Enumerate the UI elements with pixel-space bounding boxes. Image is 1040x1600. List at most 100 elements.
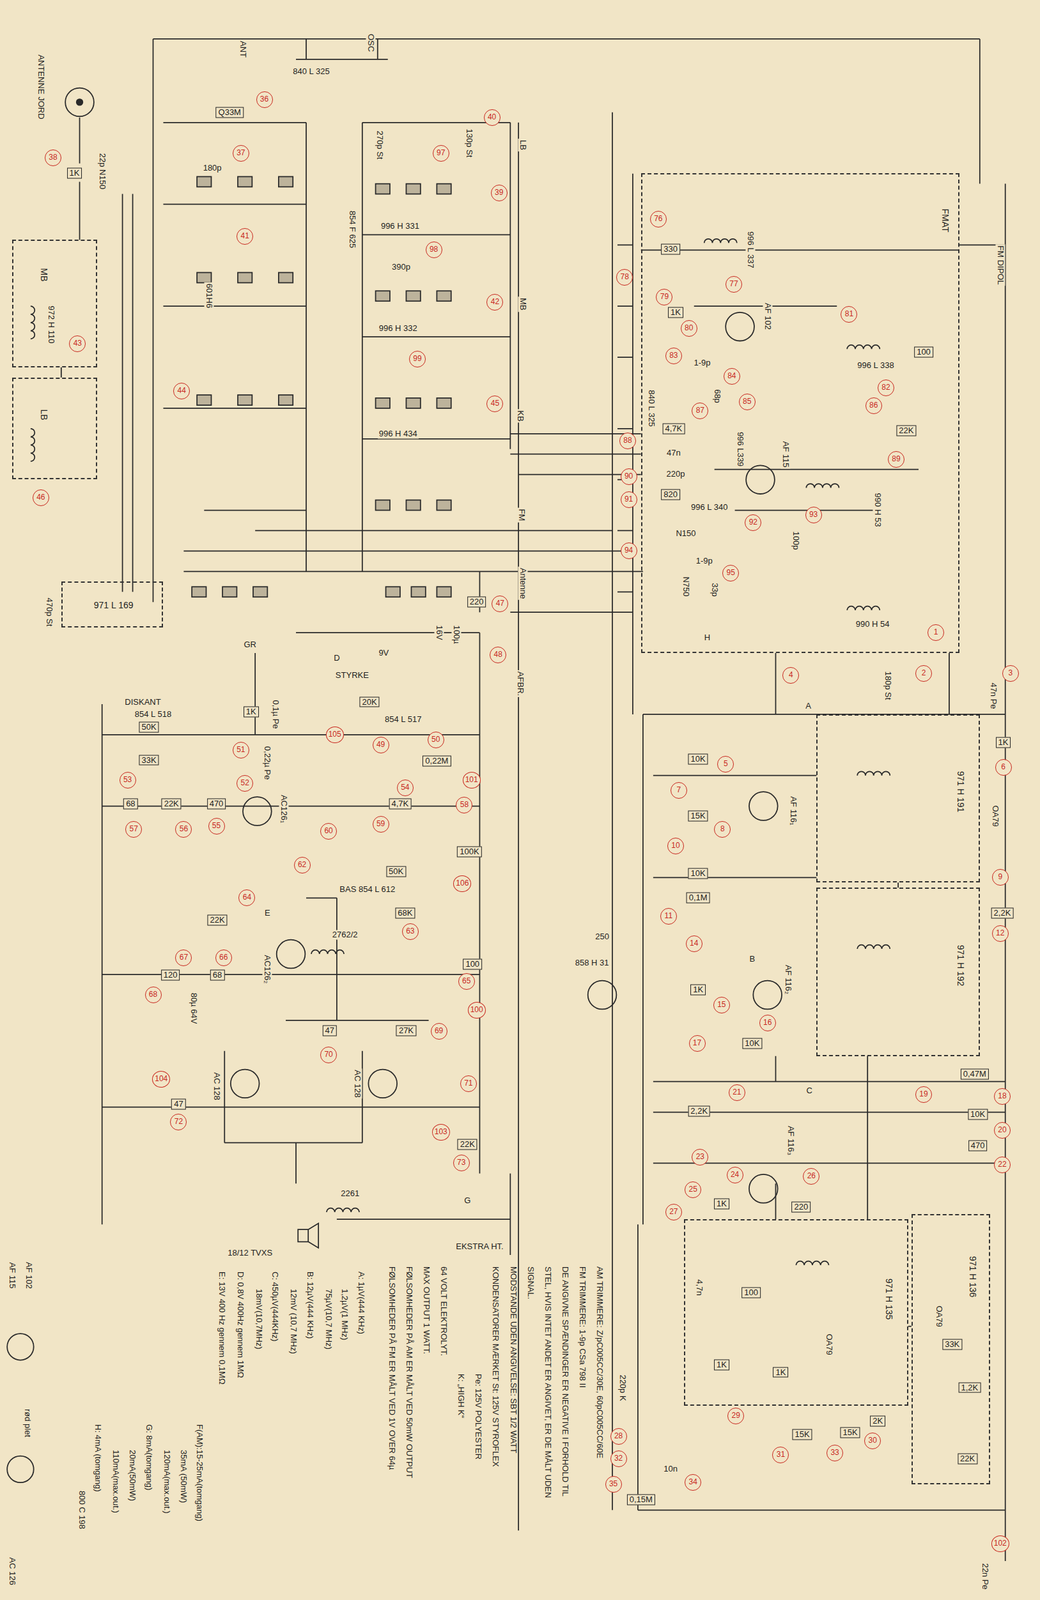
resistor-value: 470 [968, 1140, 988, 1152]
component-label: 4,7n [694, 1278, 704, 1297]
callout-number: 91 [620, 491, 638, 509]
component-label: 250 [593, 931, 611, 942]
callout-number: 33 [826, 1445, 844, 1462]
callout-number: 8 [714, 821, 731, 839]
note-text: AM TRIMMERE: Z/pC005CC/30E, 60pC005CC/60… [594, 1265, 605, 1460]
callout-number: 59 [372, 816, 390, 833]
callout-number: 34 [684, 1474, 702, 1492]
note-text: D: 0,8V 400Hz gennem 1MΩ [235, 1270, 245, 1381]
module-label: FMAT [940, 207, 951, 234]
resistor-value: 1K [714, 1360, 730, 1372]
component-label: 996 H 331 [379, 221, 421, 232]
callout-number: 94 [620, 542, 638, 560]
callout-number: 30 [864, 1433, 881, 1450]
wire [79, 38, 1006, 1562]
note-text: H: 4mA (tomgang) [92, 1423, 103, 1494]
resistor-value: 100 [462, 958, 482, 970]
resistor-value: 50K [386, 866, 406, 878]
callout-number: 41 [236, 228, 254, 245]
component-label: 854 L 517 [383, 714, 423, 725]
component-label: 47n Pe [988, 681, 998, 711]
note-text: FM TRIMMERE: 1-9p CSa 798 II [577, 1265, 587, 1390]
note-text: 12mV (10,7 MHz) [288, 1288, 298, 1356]
component-label: N750 [681, 575, 691, 599]
meter-symbol [588, 981, 617, 1010]
note-text: DE ANGIVNE SPÆNDINGER ER NEGATIVE I FORH… [559, 1265, 570, 1499]
component-label: 33p [709, 581, 720, 599]
callout-number: 77 [725, 276, 743, 293]
resistor-value: 1K [667, 306, 684, 318]
resistor-value: 22K [957, 1454, 978, 1466]
component-label: 990 H 53 [873, 492, 883, 529]
callout-number: 62 [294, 857, 311, 874]
resistor-value: 47 [322, 1025, 337, 1037]
component-label: 996 L 337 [745, 230, 755, 270]
callout-number: 4 [782, 667, 800, 684]
component-label: AC 128 [352, 1068, 362, 1099]
component-label: 180p St [883, 670, 893, 702]
resistor-value: 10K [967, 1109, 988, 1120]
component-label: 100µ [451, 624, 461, 646]
resistor-value: 15K [791, 1429, 812, 1441]
component-label: 220p K [618, 1373, 628, 1403]
callout-number: 18 [993, 1088, 1011, 1106]
resistor-value: 1K [690, 984, 706, 996]
module-label: 971 H 191 [955, 770, 966, 815]
callout-number: 106 [453, 875, 472, 893]
callout-number: 5 [717, 756, 734, 773]
resistor-value: 15K [688, 811, 709, 823]
callout-number: 79 [655, 288, 673, 306]
callout-number: 49 [372, 737, 390, 754]
note-text: 120mA(max.out.) [161, 1449, 172, 1516]
module-box: MB [12, 239, 98, 368]
callout-number: 43 [69, 335, 86, 353]
callout-number: 90 [620, 468, 638, 486]
module-box: 971 H 136 [911, 1214, 991, 1485]
note-text: K: „HIGH K“ [455, 1373, 466, 1420]
resistor-value: 33K [139, 754, 160, 766]
component-label: 858 H 31 [574, 958, 611, 969]
resistor-value: 4,7K [389, 799, 412, 810]
module-box: 971 H 135 [683, 1219, 909, 1407]
component-label: OA79 [990, 804, 1000, 829]
resistor-value: 120 [161, 970, 181, 982]
callout-number: 92 [744, 514, 762, 532]
module-box: FMAT [641, 173, 960, 653]
resistor-value: 220 [467, 597, 487, 608]
component-label: OSC [365, 32, 376, 54]
module-box: 971 H 192 [816, 887, 980, 1056]
callout-number: 14 [685, 935, 703, 953]
component-label: 840 L 325 [646, 388, 656, 428]
component-label: 800 C 198 [76, 1490, 87, 1531]
component-label: 1-9p [694, 556, 715, 567]
component-label: AC 126 [7, 1556, 18, 1587]
component-label: N150 [674, 529, 697, 539]
note-text: F(AM):15-25mA(tomgang) [194, 1423, 204, 1524]
callout-number: 36 [256, 91, 273, 109]
note-text: Pe: 125V POLYESTER [473, 1373, 483, 1462]
callout-number: 26 [802, 1168, 820, 1186]
callout-number: 24 [726, 1167, 744, 1184]
resistor-value: 15K [839, 1427, 860, 1439]
component-label: 854 L 518 [133, 709, 173, 720]
callout-number: 93 [805, 506, 823, 524]
callout-number: 56 [175, 821, 192, 839]
component-label: 470p St [44, 597, 54, 629]
callout-number: 28 [610, 1428, 628, 1446]
callout-number: 104 [152, 1071, 171, 1088]
resistor-value: 22K [161, 799, 182, 810]
resistor-value: 22K [207, 915, 228, 927]
component-label: B [747, 954, 757, 964]
callout-number: 70 [320, 1047, 337, 1064]
component-label: C [804, 1086, 814, 1096]
callout-number: 55 [208, 818, 226, 835]
resistor-value: Q33M [216, 106, 244, 118]
component-label: AF 116₃ [786, 1125, 796, 1157]
note-text: 18mV(10,7MHz) [253, 1288, 264, 1352]
callout-number: 46 [32, 489, 50, 507]
resistor-value: 1K [995, 737, 1012, 749]
callout-number: 22 [993, 1156, 1011, 1174]
resistor-value: 68 [123, 799, 138, 810]
callout-number: 20 [993, 1122, 1011, 1140]
